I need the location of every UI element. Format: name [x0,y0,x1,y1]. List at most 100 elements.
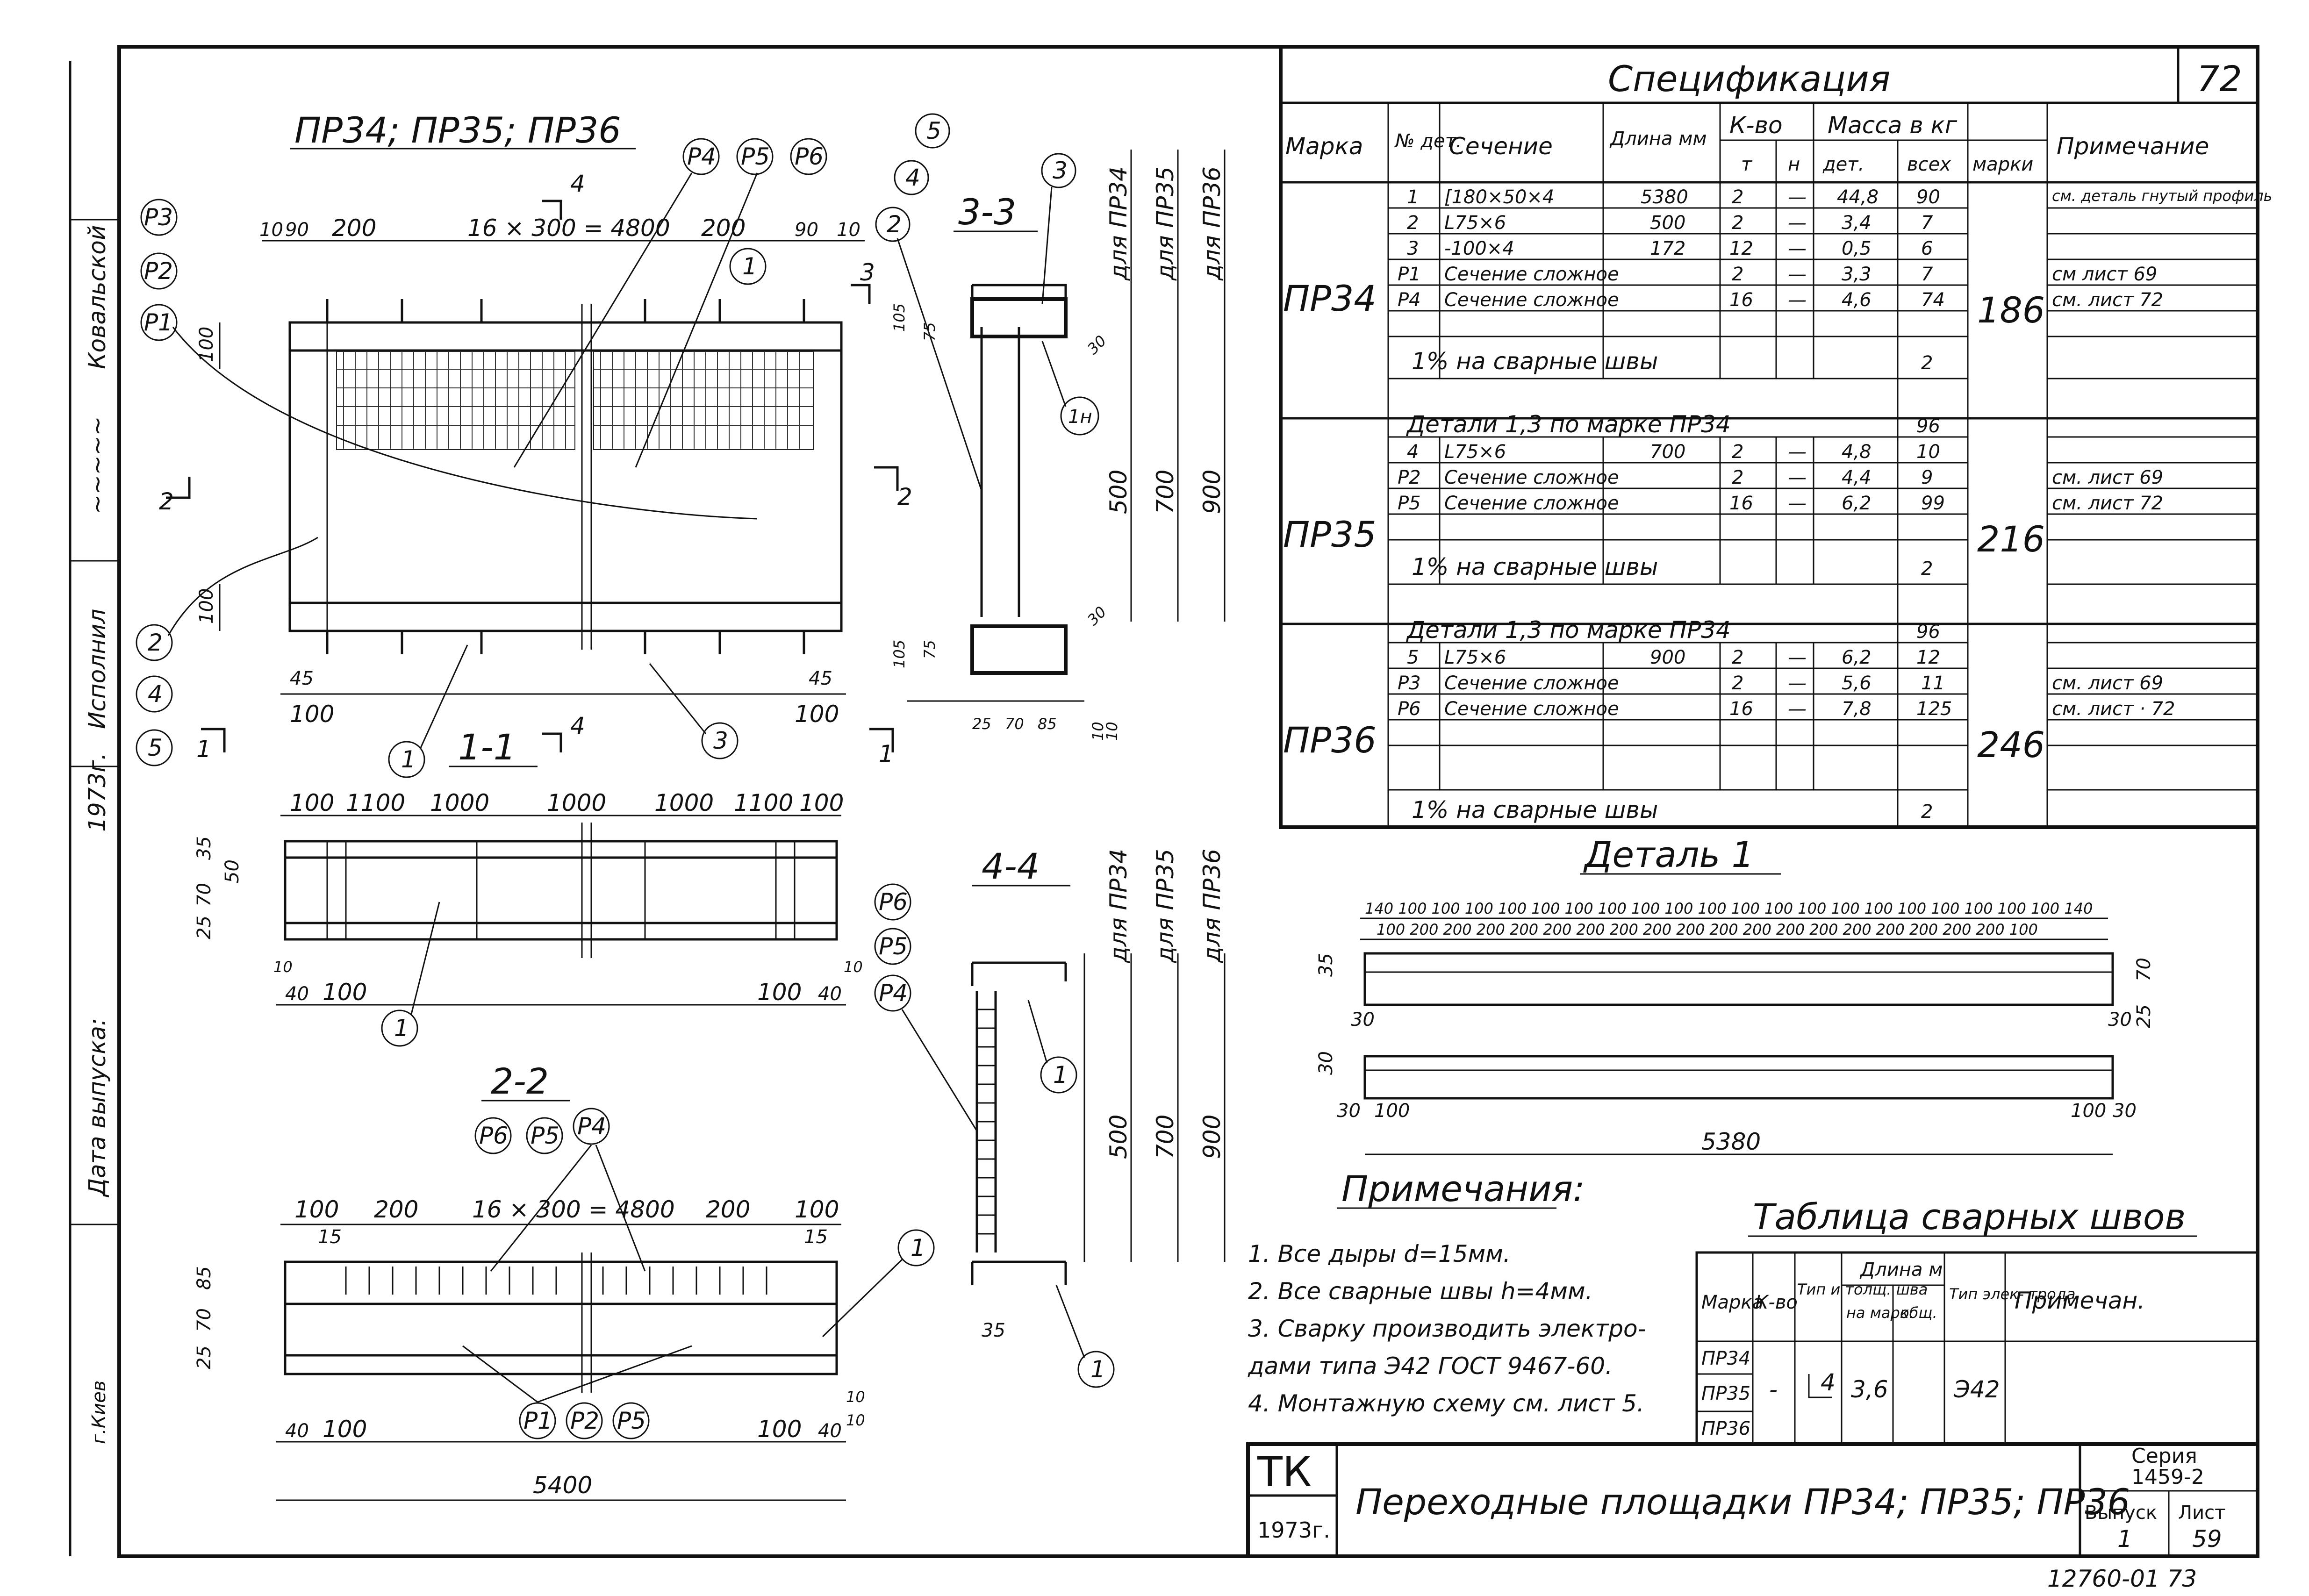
main-dim-10b: 10 [837,219,860,241]
detail1-title: Деталь 1 [1583,834,1754,875]
section-11-title: 1-1 [458,726,516,768]
weld-qty: - [1769,1376,1778,1403]
spec-pr35-r0-len: 700 [1650,441,1685,463]
detail1-total: 5380 [1701,1128,1761,1155]
s11-for-pr34: для ПР34 [1105,849,1132,963]
s11-callout-1: 1 [394,1015,409,1042]
s22-bot-10a: 10 [846,1388,865,1406]
spec-pr36-r2-n: — [1788,698,1807,720]
spec-marka-pr36: ПР36 [1283,719,1377,761]
s22-bot-100b: 100 [757,1416,802,1443]
spec-pr36-r2-note: см. лист · 72 [2052,698,2175,720]
spec-pr35-r0-sec: L75×6 [1444,441,1506,463]
note-4: 4. Монтажную схему см. лист 5. [1248,1390,1644,1417]
weld-h-note: Примечан. [2015,1287,2145,1314]
spec-pr35-r1-sec: Сечение сложное [1444,467,1619,488]
section-mark-1-left: 1 [196,736,211,763]
s33-dim-25: 25 [972,715,991,733]
spec-pr35-r2-no: Р5 [1398,493,1421,514]
main-bot-45a: 45 [290,668,314,689]
note-3b: дами типа Э42 ГОСТ 9467-60. [1248,1353,1613,1380]
s33-dim-70: 70 [1005,715,1024,733]
main-dim-4800: 16 × 300 = 4800 [467,215,670,242]
notes-title: Примечания: [1341,1168,1585,1210]
s33-dim-85: 85 [1038,715,1057,733]
spec-table [1279,45,2259,829]
weld-type: 4 [1821,1369,1836,1396]
section-22-title: 2-2 [491,1060,549,1102]
spec-pr34-r0-no: 1 [1407,186,1419,208]
s33-height-700: 700 [1152,470,1179,514]
spec-pr34-r0-note: см. деталь гнутый профиль [2052,187,2272,205]
s33-for-pr36: для ПР36 [1198,166,1226,281]
s44-dim-35: 35 [982,1320,1005,1341]
s33-callout-1n: 1н [1068,406,1092,428]
spec-pr36-r0-no: 5 [1407,647,1419,668]
s44-callout-p5: Р5 [879,933,908,960]
detail1-side-25: 25 [2133,1004,2155,1028]
section-44-title: 4-4 [982,845,1040,887]
callout-5-left: 5 [148,734,163,761]
section-mark-1-right: 1 [879,740,894,767]
spec-pr36-r0-all: 12 [1916,647,1940,668]
spec-pr34-r1-no: 2 [1407,212,1419,234]
spec-pr36-details-all: 96 [1916,621,1940,643]
section-22-callouts-top: Р6 Р5 Р4 [474,1108,646,1272]
detail1-side-35: 35 [1315,953,1337,977]
spec-pr34-r0-len: 5380 [1641,186,1688,208]
spec-pr35-r0-all: 10 [1916,441,1940,463]
s22-side-85: 85 [194,1266,215,1290]
s22-dim-200b: 200 [706,1196,750,1223]
callout-2-left: 2 [148,629,163,656]
s11-side-25: 25 [194,916,215,939]
detail1-drawing [1360,917,2114,1155]
spec-pr34-r4-all: 74 [1921,289,1945,311]
spec-pr35-r1-t: 2 [1732,467,1743,488]
s22-bot-40b: 40 [818,1420,842,1442]
note-1: 1. Все дыры d=15мм. [1248,1240,1511,1267]
main-side-dim-top: 100 [196,327,217,362]
spec-rows-pr34: 1 [180×50×4 5380 2 — 44,8 90 см. деталь … [1398,186,2272,375]
spec-pr36-r1-all: 11 [1921,673,1945,694]
s11-for-pr36: для ПР36 [1198,849,1226,963]
weld-h-qty: К-во [1755,1292,1798,1313]
spec-pr34-welds-all: 2 [1921,352,1933,374]
spec-pr34-r2-all: 6 [1921,238,1933,259]
s11-dim-1000a: 1000 [430,789,489,816]
s11-dim-1100a: 1100 [346,789,405,816]
spec-rows-pr36: Детали 1,3 по марке ПР34 96 5 L75×6 900 … [1398,616,2175,823]
callout-p2: Р2 [144,258,173,285]
s33-dim-75b: 75 [921,640,939,659]
s22-bot-10b: 10 [846,1411,865,1429]
title-year: 1973г. [1257,1517,1330,1543]
section-mark-2-right: 2 [897,483,912,510]
section-mark-2-left: 2 [159,488,174,515]
section-33-callouts: 5 4 2 3 1н [875,113,1099,491]
spec-marka-pr35: ПР35 [1283,514,1377,555]
s22-dim-4800: 16 × 300 = 4800 [472,1196,675,1223]
spec-pr36-r0-det: 6,2 [1842,647,1872,668]
spec-pr34-r2-len: 172 [1650,238,1685,259]
s22-callout-p4: Р4 [577,1113,606,1140]
main-bot-100b: 100 [795,701,839,728]
spec-pr36-welds-all: 2 [1921,801,1933,823]
main-dim-90b: 90 [795,219,818,241]
detail1-side-30a: 30 [1351,1009,1375,1031]
section-mark-4-bot: 4 [570,712,585,739]
title-text: Переходные площадки ПР34; ПР35; ПР36 [1355,1481,2130,1523]
spec-pr34-r1-t: 2 [1732,212,1743,234]
s33-callout-4: 4 [905,164,920,191]
s22-callout-1: 1 [911,1234,925,1261]
spec-pr36-r1-note: см. лист 69 [2052,673,2163,694]
sidebar-label-year: 1973г. [84,753,111,832]
weld-h-type: Тип и толщ. шва [1797,1281,1928,1298]
spec-h-mass-all: всех [1907,154,1951,175]
spec-pr36-r0-n: — [1788,647,1807,668]
detail1-side-30d: 30 [1337,1100,1361,1122]
s33-dim-105a: 105 [890,303,908,332]
s22-bot-40a: 40 [285,1420,309,1442]
main-dim-90a: 90 [285,219,309,241]
section-mark-4-top: 4 [570,170,585,197]
spec-pr34-r1-det: 3,4 [1842,212,1872,234]
callout-p4: Р4 [687,143,716,170]
